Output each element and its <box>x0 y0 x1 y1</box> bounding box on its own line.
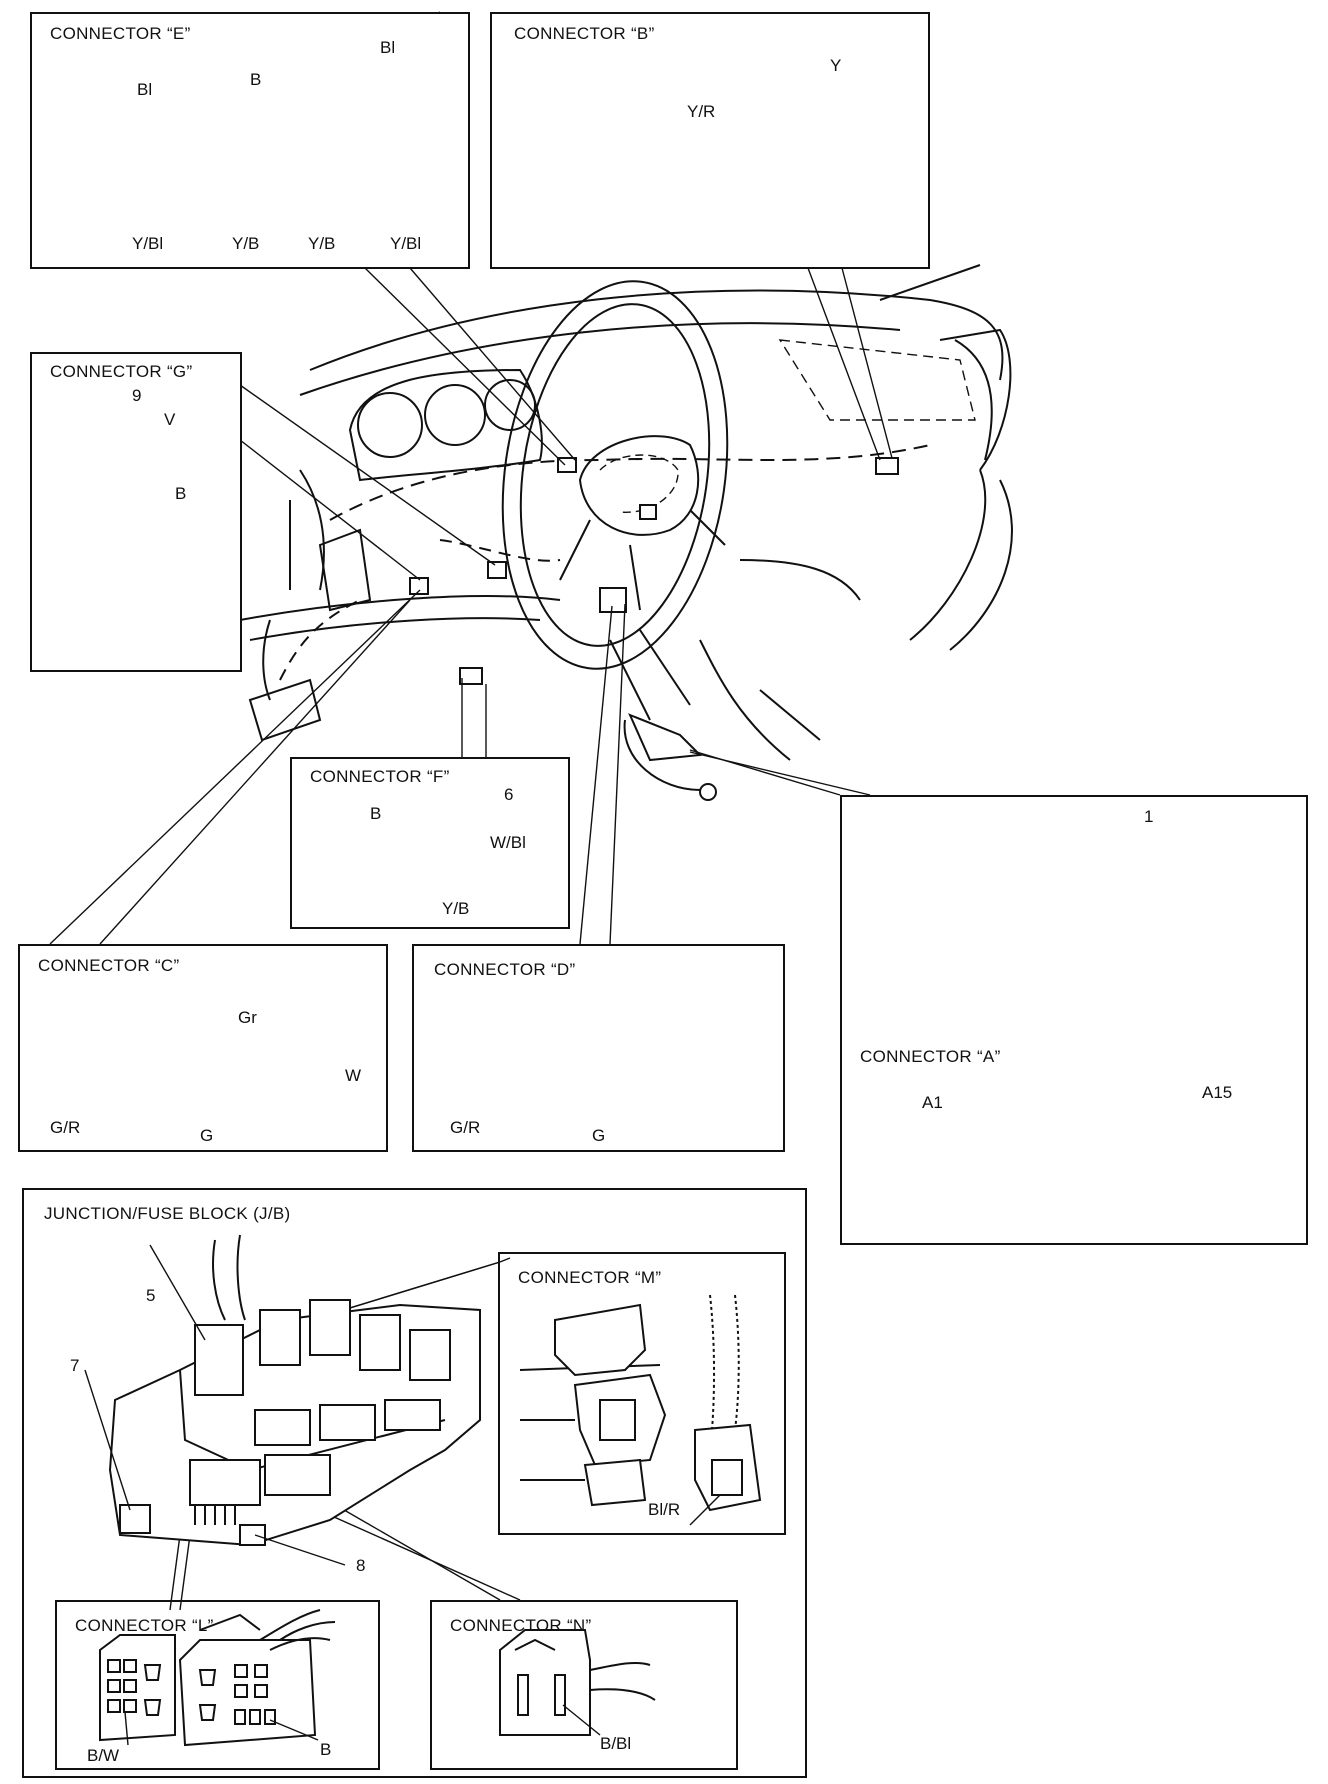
connector-f-title: CONNECTOR “F” <box>310 767 450 786</box>
connector-f-label-b: B <box>370 804 382 823</box>
connector-d-label-g: G <box>592 1126 606 1145</box>
connector-c-label-w: W <box>345 1066 362 1085</box>
connector-f-panel: CONNECTOR “F” 6 B W/Bl Y/B <box>290 757 570 929</box>
connector-l-label-b-w: B/W <box>87 1746 120 1765</box>
junction-block-panel: JUNCTION/FUSE BLOCK (J/B) 5 7 8 <box>22 1188 807 1778</box>
connector-g-label-v: V <box>164 410 176 429</box>
connector-n-panel: CONNECTOR “N” B/Bl <box>430 1600 738 1770</box>
connector-m-title: CONNECTOR “M” <box>518 1268 662 1287</box>
connector-c-title: CONNECTOR “C” <box>38 956 180 975</box>
connector-e-label-y-bl-right: Y/Bl <box>390 234 422 253</box>
connector-e-label-bl-left: Bl <box>137 80 153 99</box>
connector-f-label-w-bl: W/Bl <box>490 833 526 852</box>
junction-block-label-5: 5 <box>146 1286 156 1305</box>
connector-e-label-y-b-left: Y/B <box>232 234 260 253</box>
connector-e-title: CONNECTOR “E” <box>50 24 191 43</box>
connector-m-panel: CONNECTOR “M” Bl/R <box>498 1252 786 1535</box>
dashboard-drawing <box>239 264 1013 801</box>
connector-l-drawing <box>99 1609 336 1747</box>
connector-g-label-9: 9 <box>132 386 142 405</box>
connector-c-label-gr: Gr <box>238 1008 257 1027</box>
connector-n-drawing <box>499 1629 656 1736</box>
connector-l-label-b: B <box>320 1740 332 1759</box>
connector-e-label-bl-right: Bl <box>380 38 396 57</box>
connector-e-label-b: B <box>250 70 262 89</box>
junction-block-label-7: 7 <box>70 1356 80 1375</box>
connector-d-panel: CONNECTOR “D” G/R G <box>412 944 785 1152</box>
connector-d-label-g-r: G/R <box>450 1118 481 1137</box>
connector-l-panel: CONNECTOR “L” B/W B <box>55 1600 380 1770</box>
junction-block-title: JUNCTION/FUSE BLOCK (J/B) <box>44 1204 291 1223</box>
connector-m-drawing <box>519 1294 762 1526</box>
connector-f-label-y-b: Y/B <box>442 899 470 918</box>
connector-n-title: CONNECTOR “N” <box>450 1616 592 1635</box>
connector-c-label-g: G <box>200 1126 214 1145</box>
connector-l-title: CONNECTOR “L” <box>75 1616 214 1635</box>
module-number-1: 1 <box>1144 807 1154 826</box>
connector-m-label-bl-r: Bl/R <box>648 1500 681 1519</box>
connector-b-label-y: Y <box>830 56 842 75</box>
connector-c-label-g-r: G/R <box>50 1118 81 1137</box>
connector-b-panel: CONNECTOR “B” Y Y/R <box>490 12 930 269</box>
connector-n-label-b-bl: B/Bl <box>600 1734 632 1753</box>
connector-g-panel: CONNECTOR “G” 9 V B <box>30 352 242 672</box>
junction-block-label-8: 8 <box>356 1556 366 1575</box>
connector-e-label-y-b-right: Y/B <box>308 234 336 253</box>
connector-a-label-a1: A1 <box>922 1093 943 1112</box>
connector-a-title: CONNECTOR “A” <box>860 1047 1001 1066</box>
connector-d-title: CONNECTOR “D” <box>434 960 576 979</box>
connector-g-label-b: B <box>175 484 187 503</box>
connector-b-title: CONNECTOR “B” <box>514 24 655 43</box>
connector-e-panel: CONNECTOR “E” Bl B Bl Y/Bl Y/B Y/B Y/Bl <box>30 12 470 269</box>
junction-block-drawing <box>84 1234 481 1566</box>
connector-b-label-y-r: Y/R <box>687 102 716 121</box>
connector-g-title: CONNECTOR “G” <box>50 362 193 381</box>
connector-a-label-a15: A15 <box>1202 1083 1233 1102</box>
connector-a-panel: 1 CONNECTOR “A” A1 A15 <box>840 795 1308 1245</box>
connector-c-panel: CONNECTOR “C” Gr W G/R G <box>18 944 388 1152</box>
connector-e-label-y-bl-left: Y/Bl <box>132 234 164 253</box>
connector-f-label-6: 6 <box>504 785 514 804</box>
